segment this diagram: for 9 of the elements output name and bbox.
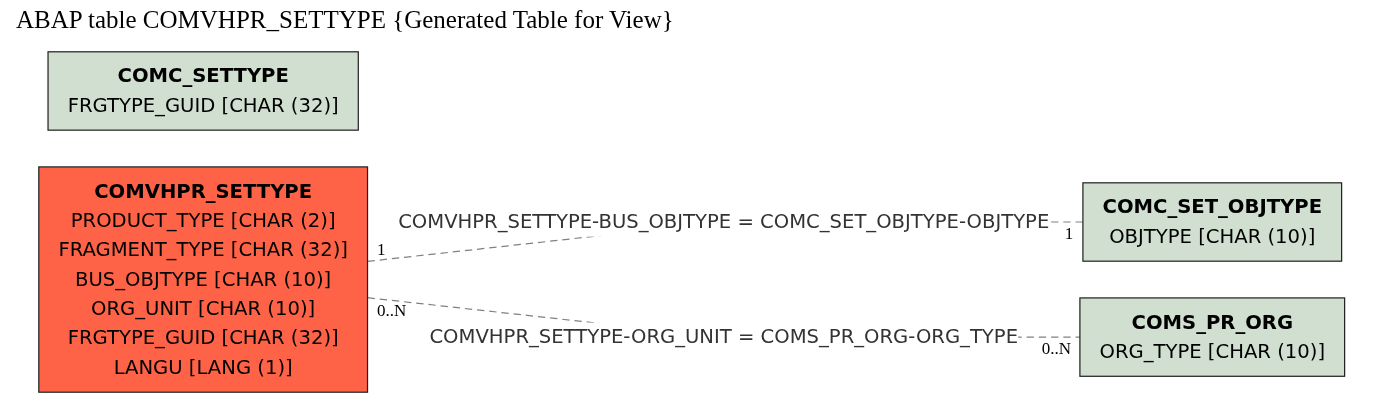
diagram-title: ABAP table COMVHPR_SETTYPE {Generated Table for View} <box>16 6 674 34</box>
table-box: COMVHPR_SETTYPE PRODUCT_TYPE [CHAR (2)] FRAGMENT_TYPE [CHAR (32)] BUS_OBJTYPE [CHAR (10)] ORG_UNIT [CHAR (10)] FRGTYPE_GUID [CHAR (32)] LANGU [LANG (1)] <box>38 166 369 393</box>
cardinality-label: 1 <box>377 240 386 258</box>
cardinality-label: 0..N <box>377 301 407 319</box>
table-box: COMS_PR_ORG ORG_TYPE [CHAR (10)] <box>1079 297 1346 377</box>
cardinality-label: 1 <box>1064 225 1074 242</box>
cardinality-label: 0..N <box>1041 340 1072 358</box>
table-box: COMC_SETTYPE FRGTYPE_GUID [CHAR (32)] <box>47 51 360 131</box>
table-box: COMC_SET_OBJTYPE OBJTYPE [CHAR (10)] <box>1082 182 1343 262</box>
